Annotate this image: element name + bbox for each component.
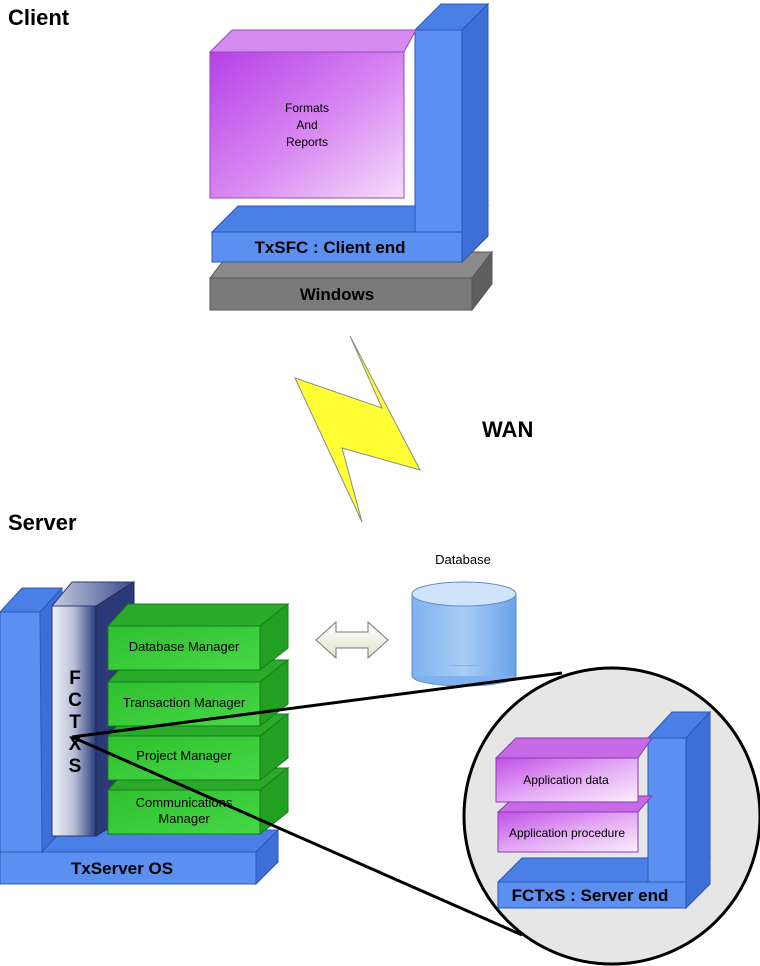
application-procedure-box: Application procedure (496, 795, 654, 853)
client-end-block: TxSFC : Client end (210, 2, 490, 264)
bidirectional-arrow-icon (315, 620, 389, 660)
client-heading: Client (8, 5, 70, 30)
windows-label: Windows (300, 285, 374, 304)
application-procedure-label: Application procedure (509, 826, 625, 840)
project-manager-label: Project Manager (136, 748, 232, 763)
lightning-bolt-icon (294, 335, 421, 523)
zoom-line-top (71, 671, 563, 739)
formats-line-1: Formats (285, 101, 329, 115)
formats-line-3: Reports (286, 135, 328, 149)
fctxs-letter-c: C (68, 690, 82, 711)
txserver-os-block: TxServer OS (0, 586, 280, 886)
communications-manager-line-2: Manager (158, 811, 210, 826)
fctxs-letter-f: F (69, 668, 81, 689)
database-label: Database (435, 552, 491, 567)
application-data-box: Application data (494, 737, 653, 803)
server-end-label: FCTxS : Server end (512, 886, 669, 905)
formats-line-2: And (296, 118, 317, 132)
application-data-label: Application data (523, 773, 609, 787)
server-end-block: FCTxS : Server end (496, 710, 712, 910)
database-cylinder-icon (411, 581, 517, 687)
database-manager-box: Database Manager (106, 602, 290, 672)
database-manager-label: Database Manager (129, 639, 240, 654)
communications-manager-line-1: Communications (136, 795, 233, 810)
zoom-line-bottom (71, 735, 523, 937)
txserver-os-label: TxServer OS (71, 859, 173, 878)
wan-label: WAN (482, 417, 533, 442)
client-end-label: TxSFC : Client end (254, 238, 405, 257)
transaction-manager-label: Transaction Manager (123, 695, 246, 710)
fctxs-letter-s: S (69, 756, 82, 777)
fctxs-letter-t: T (69, 712, 81, 733)
formats-reports-box: Formats And Reports (208, 29, 417, 199)
server-heading: Server (8, 510, 77, 535)
